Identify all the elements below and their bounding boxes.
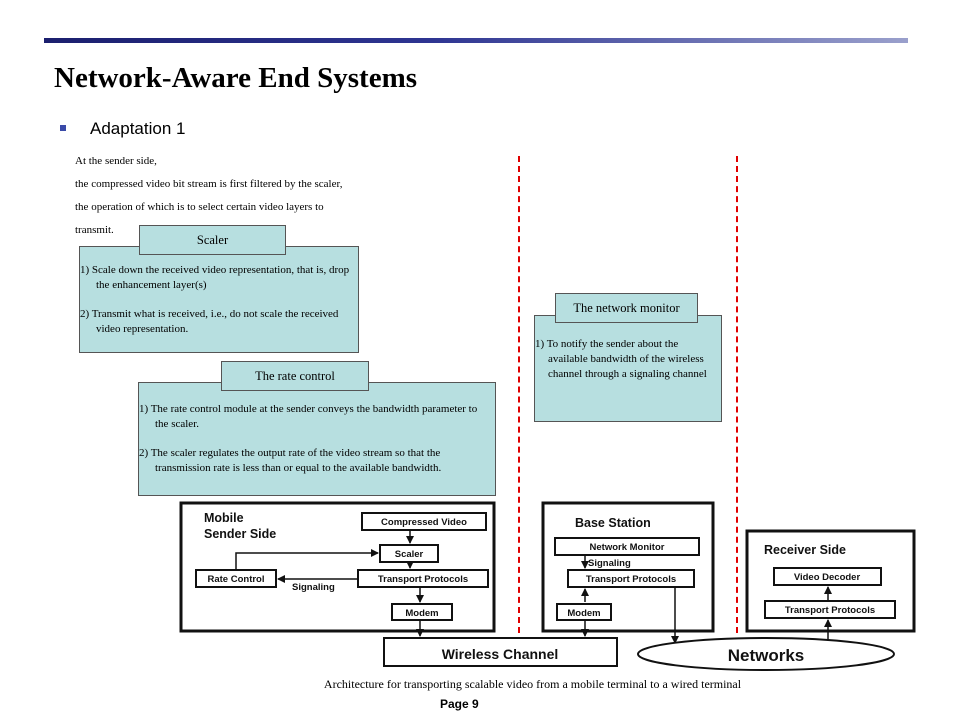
- network-monitor-label: The network monitor: [555, 293, 698, 323]
- network-monitor-box: 1) To notify the sender about the availa…: [534, 315, 722, 422]
- figure-caption: Architecture for transporting scalable v…: [323, 677, 742, 691]
- video-decoder-block: [773, 567, 882, 586]
- divider-line: [518, 156, 520, 633]
- compressed-video-block: [361, 512, 487, 531]
- intro-line: transmit.: [75, 224, 114, 236]
- rx-transport-protocols-block: [764, 600, 896, 619]
- rx-transport-protocols-text: Transport Protocols: [785, 605, 875, 616]
- network-monitor-item-1: 1) To notify the sender about the availa…: [535, 338, 707, 380]
- rate-control-item-2: 2) The scaler regulates the output rate …: [139, 447, 442, 474]
- intro-line: At the sender side,: [75, 155, 157, 167]
- scaler-label: Scaler: [139, 225, 286, 255]
- rate-control-label: The rate control: [221, 361, 369, 391]
- scaler-text: Scaler: [395, 549, 424, 560]
- bullet-icon: [60, 125, 66, 131]
- base-station-title: Base Station: [575, 516, 651, 530]
- wireless-channel-block: [383, 637, 618, 667]
- transport-protocols-text: Transport Protocols: [378, 574, 468, 585]
- rate-control-text: Rate Control: [208, 574, 265, 585]
- wireless-channel-text: Wireless Channel: [442, 646, 559, 662]
- bs-transport-protocols-block: [567, 569, 695, 588]
- intro-line: the operation of which is to select cert…: [75, 201, 324, 213]
- page-number: Page 9: [440, 697, 479, 711]
- scaler-item-2: 2) Transmit what is received, i.e., do n…: [80, 308, 339, 335]
- slide-title: Network-Aware End Systems: [54, 62, 418, 94]
- modem-text: Modem: [405, 608, 438, 619]
- sender-title-2: Sender Side: [204, 527, 276, 541]
- signaling-text: Signaling: [292, 582, 335, 593]
- intro-text: At the sender side, the compressed video…: [75, 150, 495, 242]
- bs-transport-protocols-text: Transport Protocols: [586, 574, 676, 585]
- networks-text: Networks: [728, 646, 805, 665]
- scaler-item-1: 1) Scale down the received video represe…: [80, 264, 350, 291]
- base-station-box: [541, 501, 715, 633]
- sender-title-1: Mobile: [204, 511, 244, 525]
- intro-line: the compressed video bit stream is first…: [75, 178, 343, 190]
- network-monitor-text: Network Monitor: [590, 542, 665, 553]
- divider-line: [736, 156, 738, 633]
- bs-modem-block: [556, 603, 612, 621]
- sender-side-box: [179, 501, 496, 633]
- receiver-side-box: [745, 529, 916, 633]
- compressed-video-text: Compressed Video: [381, 517, 467, 528]
- bs-modem-text: Modem: [567, 608, 600, 619]
- video-decoder-text: Video Decoder: [794, 572, 861, 583]
- scaler-box: 1) Scale down the received video represe…: [79, 246, 359, 353]
- receiver-side-title: Receiver Side: [764, 543, 846, 557]
- modem-block: [391, 603, 453, 621]
- title-bar: [44, 38, 908, 43]
- network-monitor-block: [554, 537, 700, 556]
- bullet-text: Adaptation 1: [90, 119, 186, 138]
- rate-control-box: 1) The rate control module at the sender…: [138, 382, 496, 496]
- bs-signaling-text: Signaling: [588, 558, 631, 569]
- rate-control-item-1: 1) The rate control module at the sender…: [139, 403, 478, 430]
- networks-ellipse: [637, 637, 895, 671]
